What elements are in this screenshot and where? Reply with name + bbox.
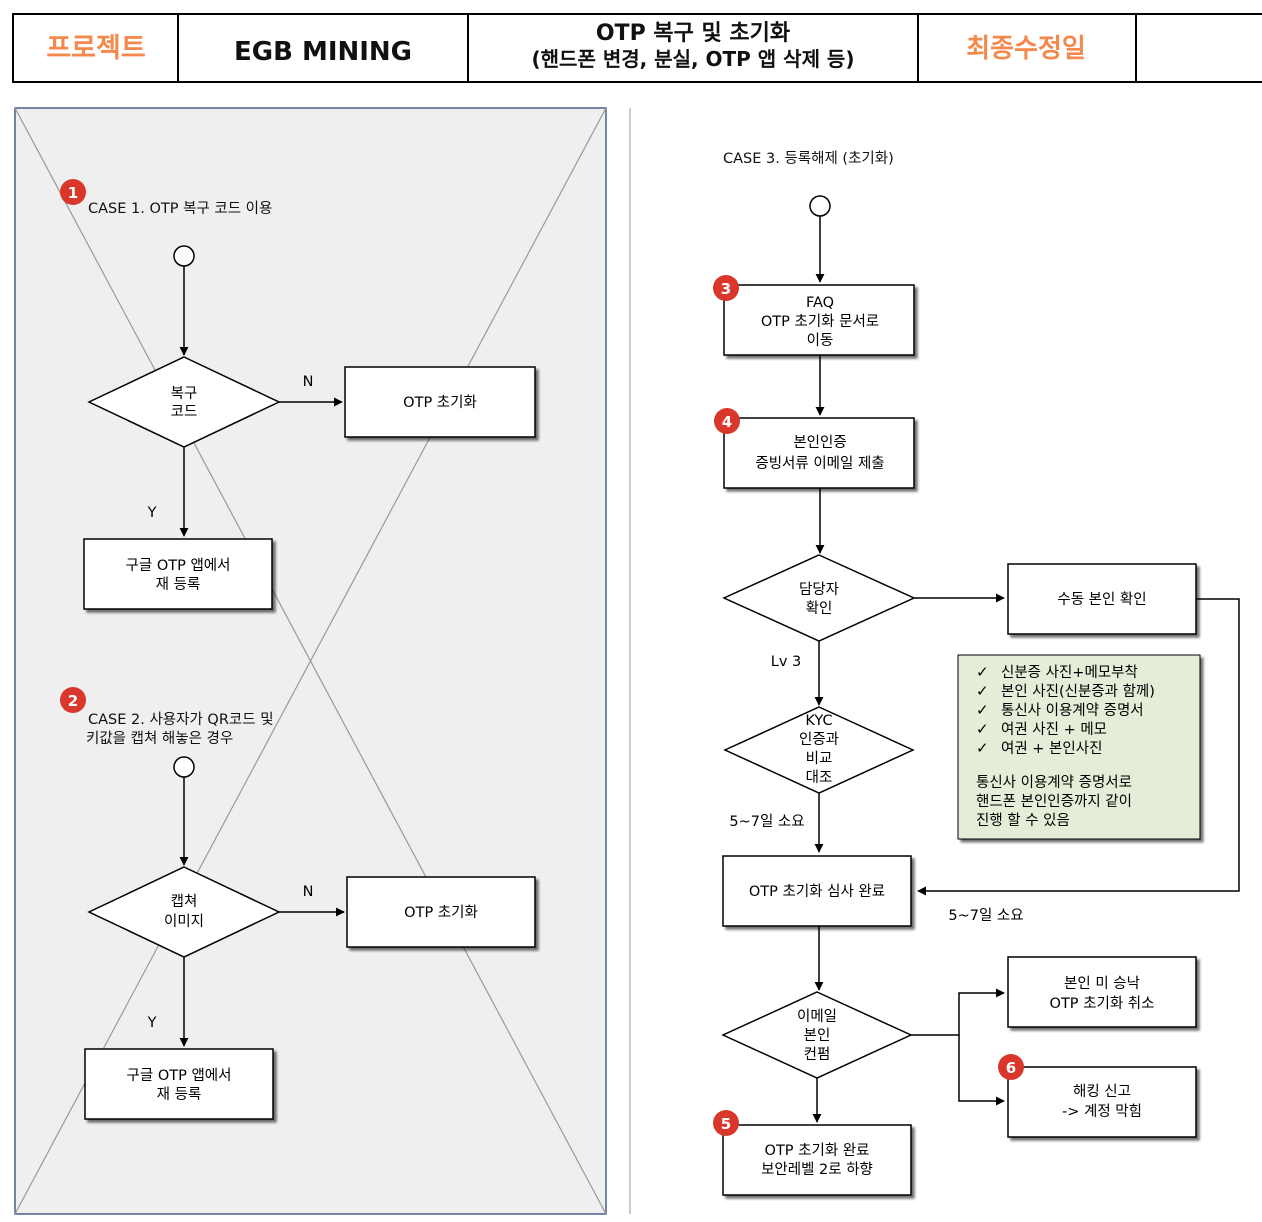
not-approved-box xyxy=(1007,956,1197,1028)
case1-start-node xyxy=(173,245,195,267)
step4-label: 증빙서류 이메일 제출 xyxy=(755,455,884,472)
kyc-decision-label: 대조 xyxy=(806,769,833,786)
step3-label: 이동 xyxy=(807,332,834,349)
step6-label: -> 계정 막힘 xyxy=(1062,1103,1142,1120)
doc-title-line2: (핸드폰 변경, 분실, OTP 앱 삭제 등) xyxy=(532,47,855,71)
check-icon: ✓ xyxy=(976,682,989,700)
svg-text:3: 3 xyxy=(721,280,731,298)
check-icon: ✓ xyxy=(976,720,989,738)
note-check-item: 본인 사진(신분증과 함께) xyxy=(1001,683,1155,700)
case1-decision-label: 복구 xyxy=(171,386,198,402)
doc-title-line1: OTP 복구 및 초기화 xyxy=(596,21,790,46)
email-confirm-label: 이메일 xyxy=(797,1008,837,1025)
email-confirm-label: 본인 xyxy=(804,1027,831,1044)
project-name: EGB MINING xyxy=(234,37,412,67)
step4-box xyxy=(723,417,915,489)
step4-badge: 4 xyxy=(714,408,740,434)
case1-yes-label: Y xyxy=(147,505,157,521)
svg-text:4: 4 xyxy=(722,413,732,431)
email-branch-connector xyxy=(911,988,1005,1036)
case2-title: 키값을 캡쳐 해놓은 경우 xyxy=(86,730,233,747)
case2-yes-box-label: 구글 OTP 앱에서 xyxy=(127,1067,232,1084)
case1-title: CASE 1. OTP 복구 코드 이용 xyxy=(88,200,272,217)
step5-label: OTP 초기화 완료 xyxy=(765,1142,870,1159)
case2-yes-box xyxy=(84,1048,274,1120)
case2-yes-box-label: 재 등록 xyxy=(157,1086,202,1103)
case1-yes-box xyxy=(83,538,273,610)
case1-no-box-label: OTP 초기화 xyxy=(403,394,477,411)
step5-box xyxy=(722,1124,912,1196)
requirements-note: ✓ 신분증 사진+메모부착 ✓ 본인 사진(신분증과 함께) ✓ 통신사 이용계… xyxy=(957,654,1201,840)
manual-check-box xyxy=(1007,563,1197,635)
step5-label: 보안레벨 2로 하향 xyxy=(761,1161,873,1178)
kyc-decision-label: 인증과 xyxy=(799,731,839,748)
case3-title: CASE 3. 등록해제 (초기화) xyxy=(723,150,894,167)
step6-badge: 6 xyxy=(998,1054,1024,1080)
step3-label: OTP 초기화 문서로 xyxy=(761,313,879,330)
note-paragraph: 진행 할 수 있음 xyxy=(976,812,1070,829)
not-approved-label: 본인 미 승낙 xyxy=(1064,975,1140,992)
manager-decision-label: 담당자 xyxy=(799,581,839,598)
manager-decision xyxy=(722,554,916,642)
case1-no-label: N xyxy=(303,374,314,390)
step5-badge: 5 xyxy=(713,1110,739,1136)
kyc-decision-label: 비교 xyxy=(806,750,833,767)
case2-badge: 2 xyxy=(60,687,86,713)
step6-box xyxy=(1007,1066,1197,1138)
duration-right: 5~7일 소요 xyxy=(948,907,1023,924)
case2-no-label: N xyxy=(303,884,314,900)
case1-badge: 1 xyxy=(60,179,86,205)
check-icon: ✓ xyxy=(976,739,989,757)
step6-label: 해킹 신고 xyxy=(1073,1083,1131,1100)
project-label: 프로젝트 xyxy=(46,33,145,64)
case1-decision-label: 코드 xyxy=(171,404,198,420)
svg-text:2: 2 xyxy=(68,692,78,710)
step3-badge: 3 xyxy=(713,275,739,301)
manual-check-label: 수동 본인 확인 xyxy=(1057,591,1146,608)
left-panel xyxy=(14,107,607,1215)
lv3-label: Lv 3 xyxy=(771,654,802,670)
case3-start-node xyxy=(809,195,831,217)
review-done-label: OTP 초기화 심사 완료 xyxy=(749,883,885,900)
case1-no-box xyxy=(344,366,536,438)
note-check-item: 여권 사진 + 메모 xyxy=(1001,721,1107,738)
case2-no-box-label: OTP 초기화 xyxy=(404,904,478,921)
case1-yes-box-label: 재 등록 xyxy=(156,576,201,593)
note-check-item: 신분증 사진+메모부착 xyxy=(1001,664,1138,681)
note-check-item: 여권 + 본인사진 xyxy=(1001,740,1102,757)
review-done-box xyxy=(722,855,912,927)
note-check-item: 통신사 이용계약 증명서 xyxy=(1001,702,1144,719)
svg-text:5: 5 xyxy=(721,1115,731,1133)
case2-title: CASE 2. 사용자가 QR코드 및 xyxy=(88,711,274,728)
case2-decision-label: 캡쳐 xyxy=(171,893,198,910)
modified-label: 최종수정일 xyxy=(966,34,1086,64)
email-branch-connector xyxy=(958,1035,1005,1106)
manager-decision-label: 확인 xyxy=(806,600,833,617)
check-icon: ✓ xyxy=(976,663,989,681)
svg-text:1: 1 xyxy=(68,184,78,202)
step4-label: 본인인증 xyxy=(793,434,846,451)
case2-yes-label: Y xyxy=(147,1015,157,1031)
duration-left: 5~7일 소요 xyxy=(729,813,804,830)
check-icon: ✓ xyxy=(976,701,989,719)
email-confirm-label: 컨펌 xyxy=(804,1046,831,1063)
step3-label: FAQ xyxy=(806,295,834,311)
header-table: 프로젝트 EGB MINING OTP 복구 및 초기화 (핸드폰 변경, 분실… xyxy=(12,13,1262,83)
note-paragraph: 핸드폰 본인인증까지 같이 xyxy=(976,793,1132,810)
note-paragraph: 통신사 이용계약 증명서로 xyxy=(976,774,1132,791)
kyc-decision-label: KYC xyxy=(805,713,832,729)
case2-no-box xyxy=(346,876,536,948)
step3-box xyxy=(723,284,915,356)
svg-text:6: 6 xyxy=(1006,1059,1016,1077)
not-approved-label: OTP 초기화 취소 xyxy=(1050,995,1155,1012)
case2-decision-label: 이미지 xyxy=(164,913,204,930)
case1-yes-box-label: 구글 OTP 앱에서 xyxy=(126,557,231,574)
case2-start-node xyxy=(173,756,195,778)
strike-line xyxy=(14,107,607,1215)
manual-check-connector xyxy=(917,598,1240,896)
